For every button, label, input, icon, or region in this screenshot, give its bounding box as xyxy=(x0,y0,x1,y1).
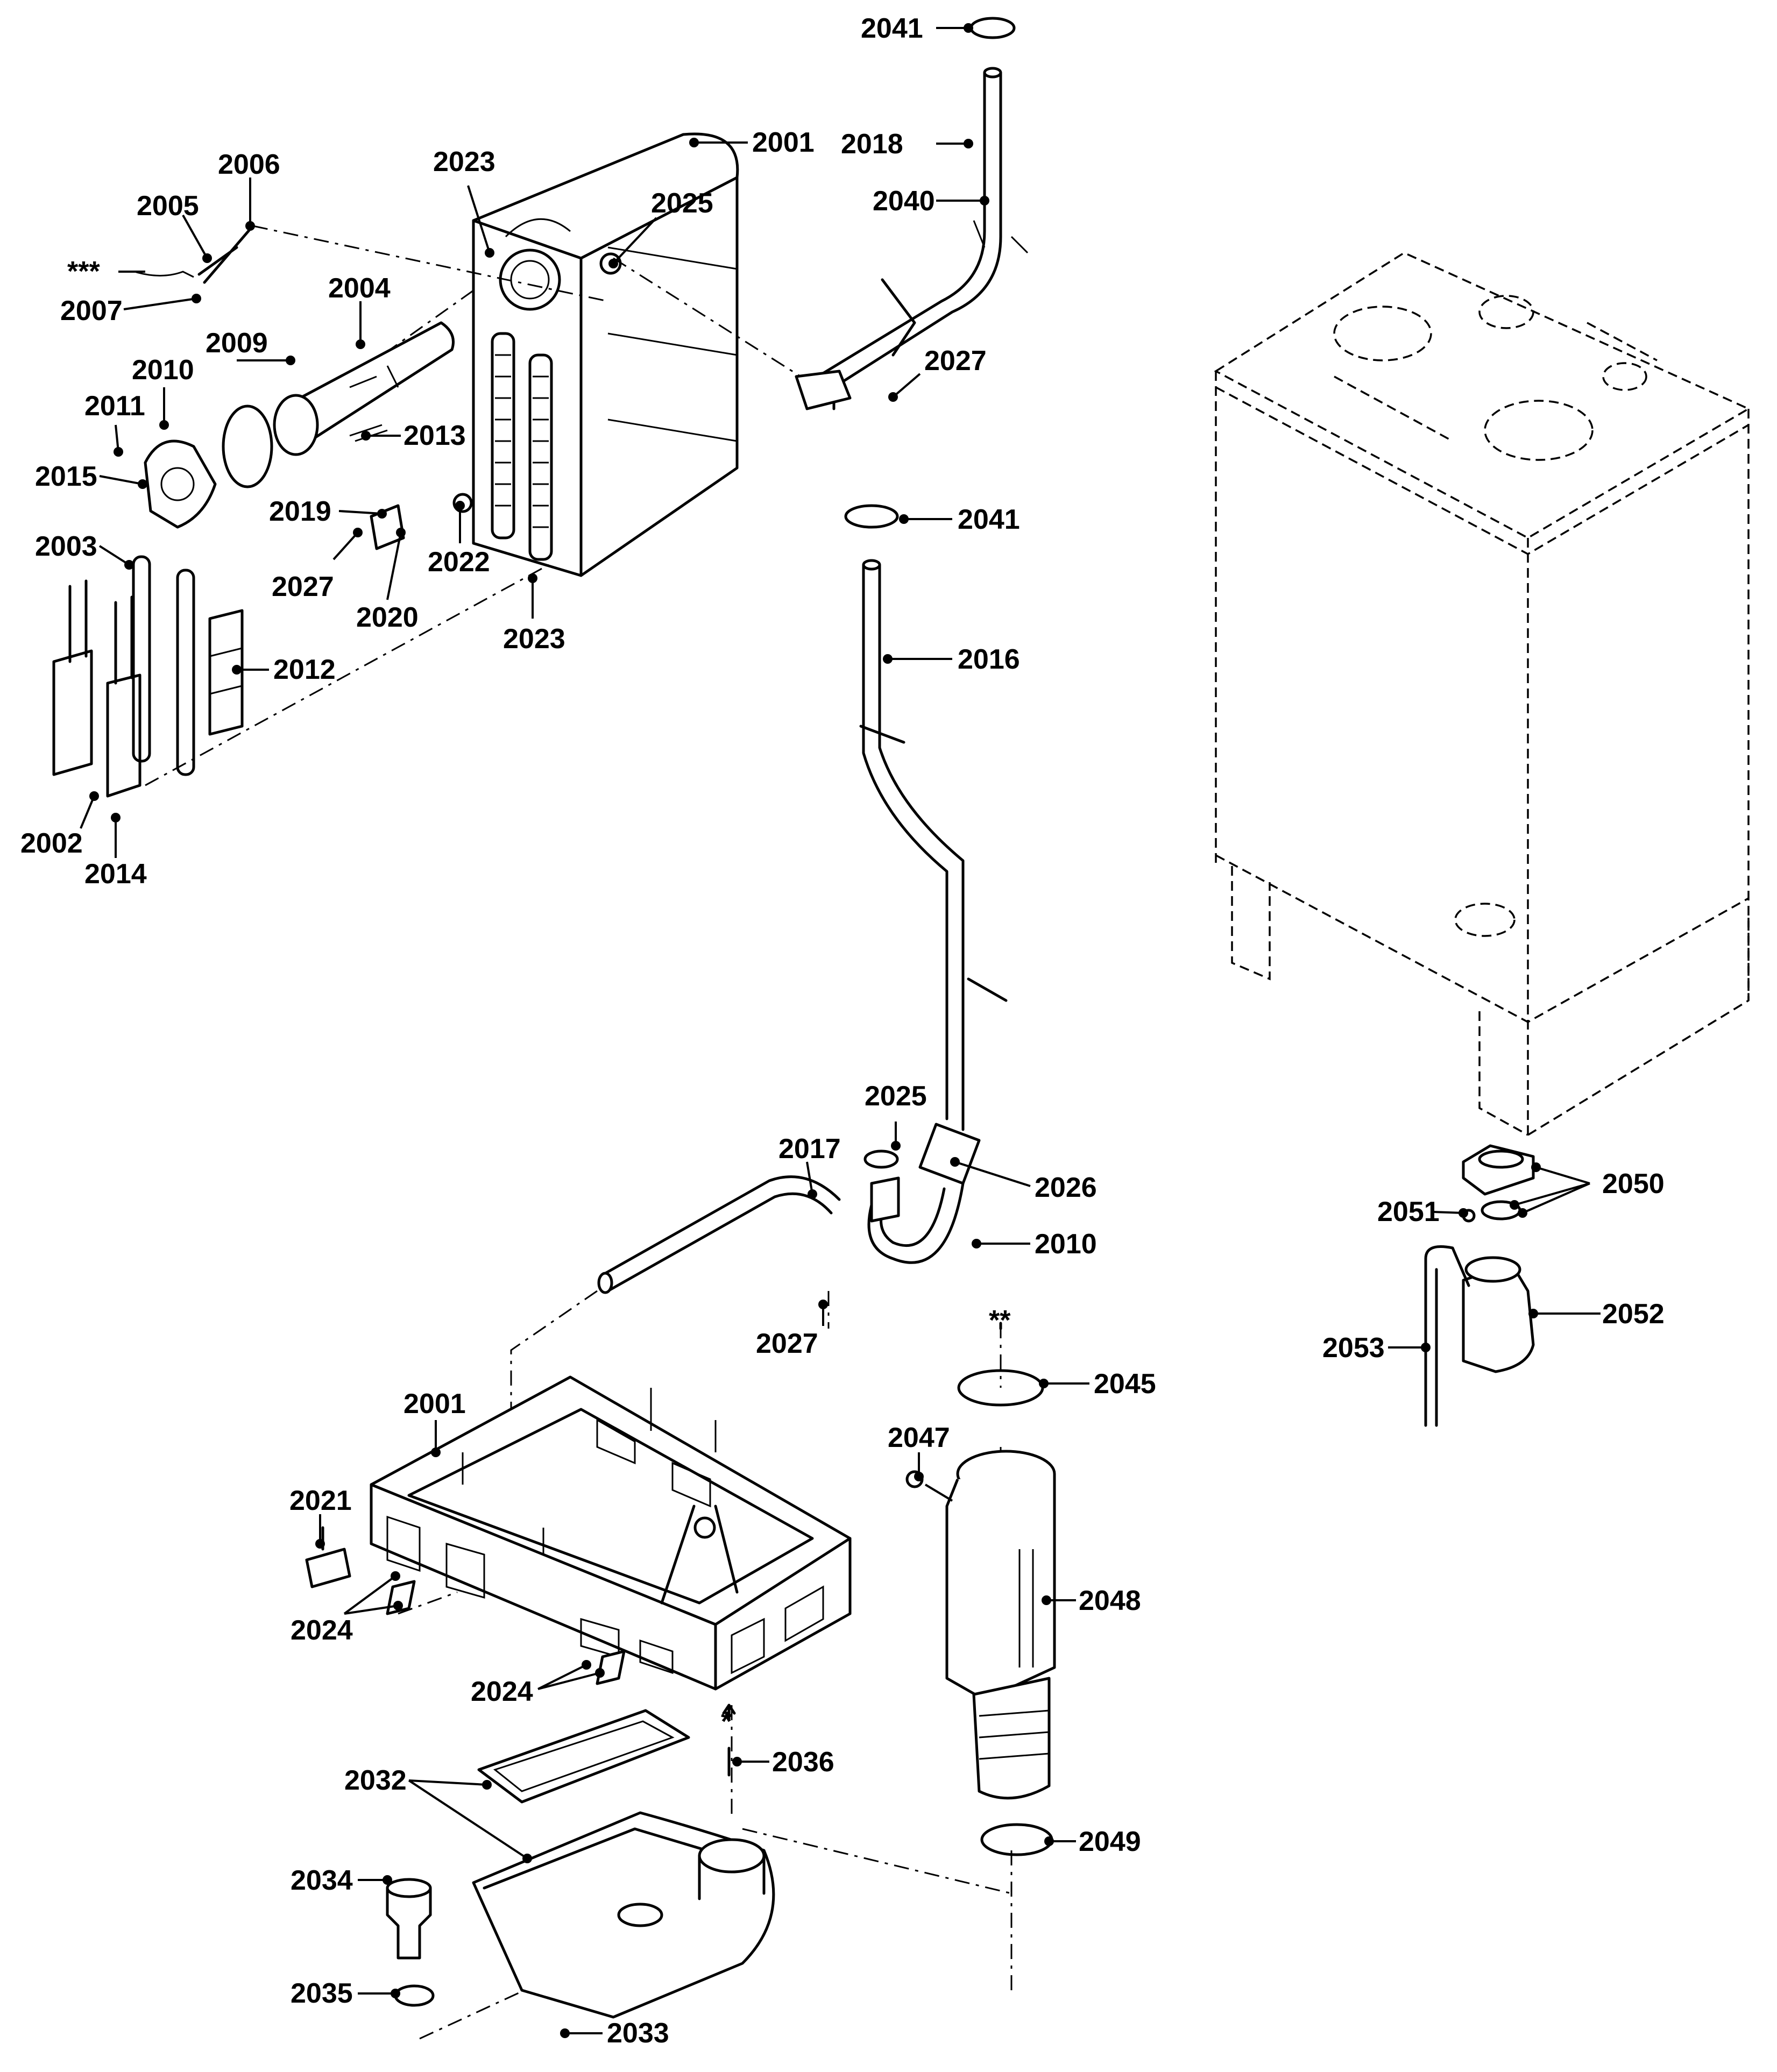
label-2033: 2033 xyxy=(607,2018,669,2049)
burner-tube xyxy=(273,321,455,456)
boiler-casing-outline xyxy=(1214,252,1751,1136)
label-2002: 2002 xyxy=(20,828,83,859)
label-2020: 2020 xyxy=(356,602,419,633)
label-2024-a: 2024 xyxy=(291,1615,353,1646)
label-2005: 2005 xyxy=(137,190,199,222)
flow-pipe-upper xyxy=(795,17,1029,410)
ignition-electrodes xyxy=(134,224,254,284)
side-panels xyxy=(52,555,244,798)
label-2032: 2032 xyxy=(344,1765,407,1796)
condensate-trap xyxy=(1424,1144,1535,1427)
label-2027-c: 2027 xyxy=(756,1328,818,1359)
label-2010-a: 2010 xyxy=(132,354,194,386)
label-2013: 2013 xyxy=(403,420,466,451)
label-2027-b: 2027 xyxy=(272,571,334,602)
label-2036-ref: * xyxy=(721,1706,732,1737)
label-2036: 2036 xyxy=(772,1747,834,1778)
label-2007: 2007 xyxy=(60,295,123,327)
label-2045: 2045 xyxy=(1094,1368,1156,1400)
fittings-cluster xyxy=(370,493,473,550)
label-2052: 2052 xyxy=(1602,1298,1665,1330)
label-2004: 2004 xyxy=(328,273,391,304)
label-2047: 2047 xyxy=(888,1422,950,1453)
flue-adapter xyxy=(905,1322,1056,1856)
label-2048: 2048 xyxy=(1079,1585,1141,1616)
label-2014: 2014 xyxy=(84,858,147,890)
label-2023-b: 2023 xyxy=(503,623,565,655)
label-2023-top: 2023 xyxy=(433,146,495,178)
label-2051: 2051 xyxy=(1377,1196,1440,1227)
label-2021: 2021 xyxy=(289,1485,352,1516)
label-2024-b: 2024 xyxy=(471,1676,533,1707)
label-2027-a: 2027 xyxy=(924,345,987,377)
label-2025-b: 2025 xyxy=(865,1081,927,1112)
heat-exchanger xyxy=(472,132,739,577)
connecting-pipe xyxy=(597,1149,900,1294)
label-2025-top: 2025 xyxy=(651,188,713,219)
callouts: 2041 2018 2040 2027 2001 2023 2025 2006 … xyxy=(20,13,1665,2049)
label-2041-top: 2041 xyxy=(861,13,923,44)
support-frame xyxy=(370,1375,852,1691)
label-2035: 2035 xyxy=(291,1978,353,2009)
label-2050: 2050 xyxy=(1602,1168,1665,1200)
condensate-sump xyxy=(472,1709,775,2019)
label-2012: 2012 xyxy=(273,654,336,685)
label-2016: 2016 xyxy=(958,644,1020,675)
label-2022: 2022 xyxy=(428,547,490,578)
drain-cock xyxy=(305,1526,626,1685)
sump-plug xyxy=(386,1878,435,2007)
burner-door xyxy=(144,405,388,529)
label-2041-mid: 2041 xyxy=(958,504,1020,535)
label-2040: 2040 xyxy=(873,186,935,217)
label-2011: 2011 xyxy=(84,391,145,422)
label-2018: 2018 xyxy=(841,129,903,160)
label-2045-ref: ** xyxy=(989,1305,1011,1336)
label-2019: 2019 xyxy=(269,496,331,527)
label-2015: 2015 xyxy=(35,461,97,492)
label-2053: 2053 xyxy=(1322,1332,1385,1364)
label-2001-bottom: 2001 xyxy=(403,1388,466,1420)
label-2009: 2009 xyxy=(206,328,268,359)
sump-pin xyxy=(722,1704,736,1777)
label-2003: 2003 xyxy=(35,531,97,562)
label-2010-b: 2010 xyxy=(1035,1229,1097,1260)
label-2034: 2034 xyxy=(291,1865,353,1896)
label-2007-ref: *** xyxy=(67,256,100,287)
label-2006: 2006 xyxy=(218,149,280,180)
label-2001-top: 2001 xyxy=(752,127,815,158)
label-2049: 2049 xyxy=(1079,1826,1141,1857)
return-pipe xyxy=(844,504,1008,1264)
label-2017: 2017 xyxy=(778,1133,841,1165)
label-2026: 2026 xyxy=(1035,1172,1097,1203)
